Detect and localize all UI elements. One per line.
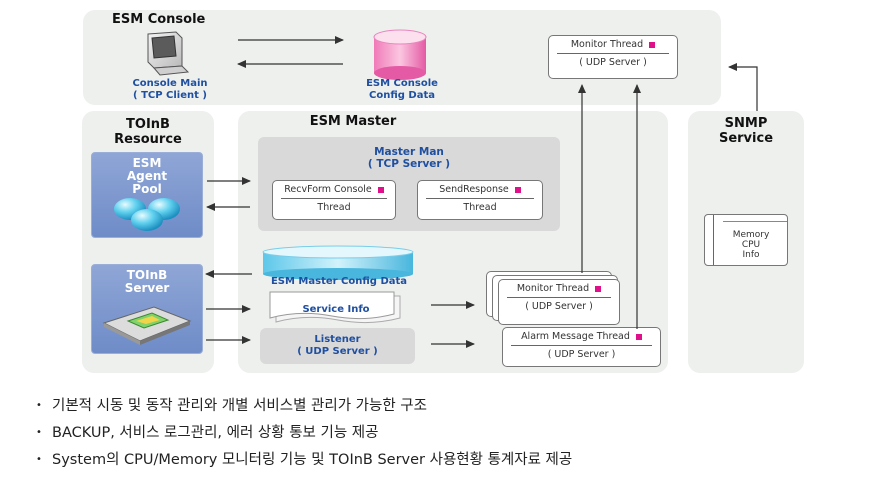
arrow-snmp-to-monitor — [728, 63, 758, 111]
service-info-label: Service Info — [302, 304, 370, 315]
bullet-item: •BACKUP, 서비스 로그관리, 에러 상황 통보 기능 제공 — [36, 425, 379, 441]
send-response-thread: SendResponse Thread — [417, 180, 543, 220]
alarm-message-thread: Alarm Message Thread ( UDP Server ) — [502, 327, 661, 367]
listener-label: Listener( UDP Server ) — [297, 334, 378, 357]
bullet-item: •기본적 시동 및 동작 관리와 개별 서비스별 관리가 가능한 구조 — [36, 398, 427, 414]
pink-marker-icon — [635, 333, 642, 340]
master-monitor-thread: Monitor Thread ( UDP Server ) — [498, 279, 620, 325]
console-main-label: Console Main( TCP Client ) — [132, 78, 208, 101]
agent-pool-spheres-icon — [114, 198, 180, 231]
listener-box — [260, 328, 415, 364]
esm-console-title: ESM Console — [112, 12, 206, 27]
server-board-icon — [102, 306, 192, 345]
bullet-item: •System의 CPU/Memory 모니터링 기능 및 TOInB Serv… — [36, 452, 573, 468]
service-info-document-icon — [269, 291, 401, 324]
computer-icon — [147, 31, 190, 76]
pink-marker-icon — [649, 41, 656, 48]
esm-master-title: ESM Master — [309, 114, 397, 129]
recv-form-console-thread: RecvForm Console Thread — [272, 180, 396, 220]
pink-marker-icon — [377, 186, 384, 193]
top-monitor-thread-box: Monitor Thread ( UDP Server ) — [548, 35, 678, 79]
pink-marker-icon — [595, 285, 602, 292]
feature-bullet-list: •기본적 시동 및 동작 관리와 개별 서비스별 관리가 가능한 구조 •BAC… — [36, 396, 572, 477]
console-config-cylinder-icon — [373, 29, 427, 80]
master-config-label: ESM Master Config Data — [270, 276, 408, 287]
master-config-cylinder-icon — [262, 245, 414, 280]
master-man-label: Master Man( TCP Server ) — [367, 146, 451, 170]
pink-marker-icon — [514, 186, 521, 193]
